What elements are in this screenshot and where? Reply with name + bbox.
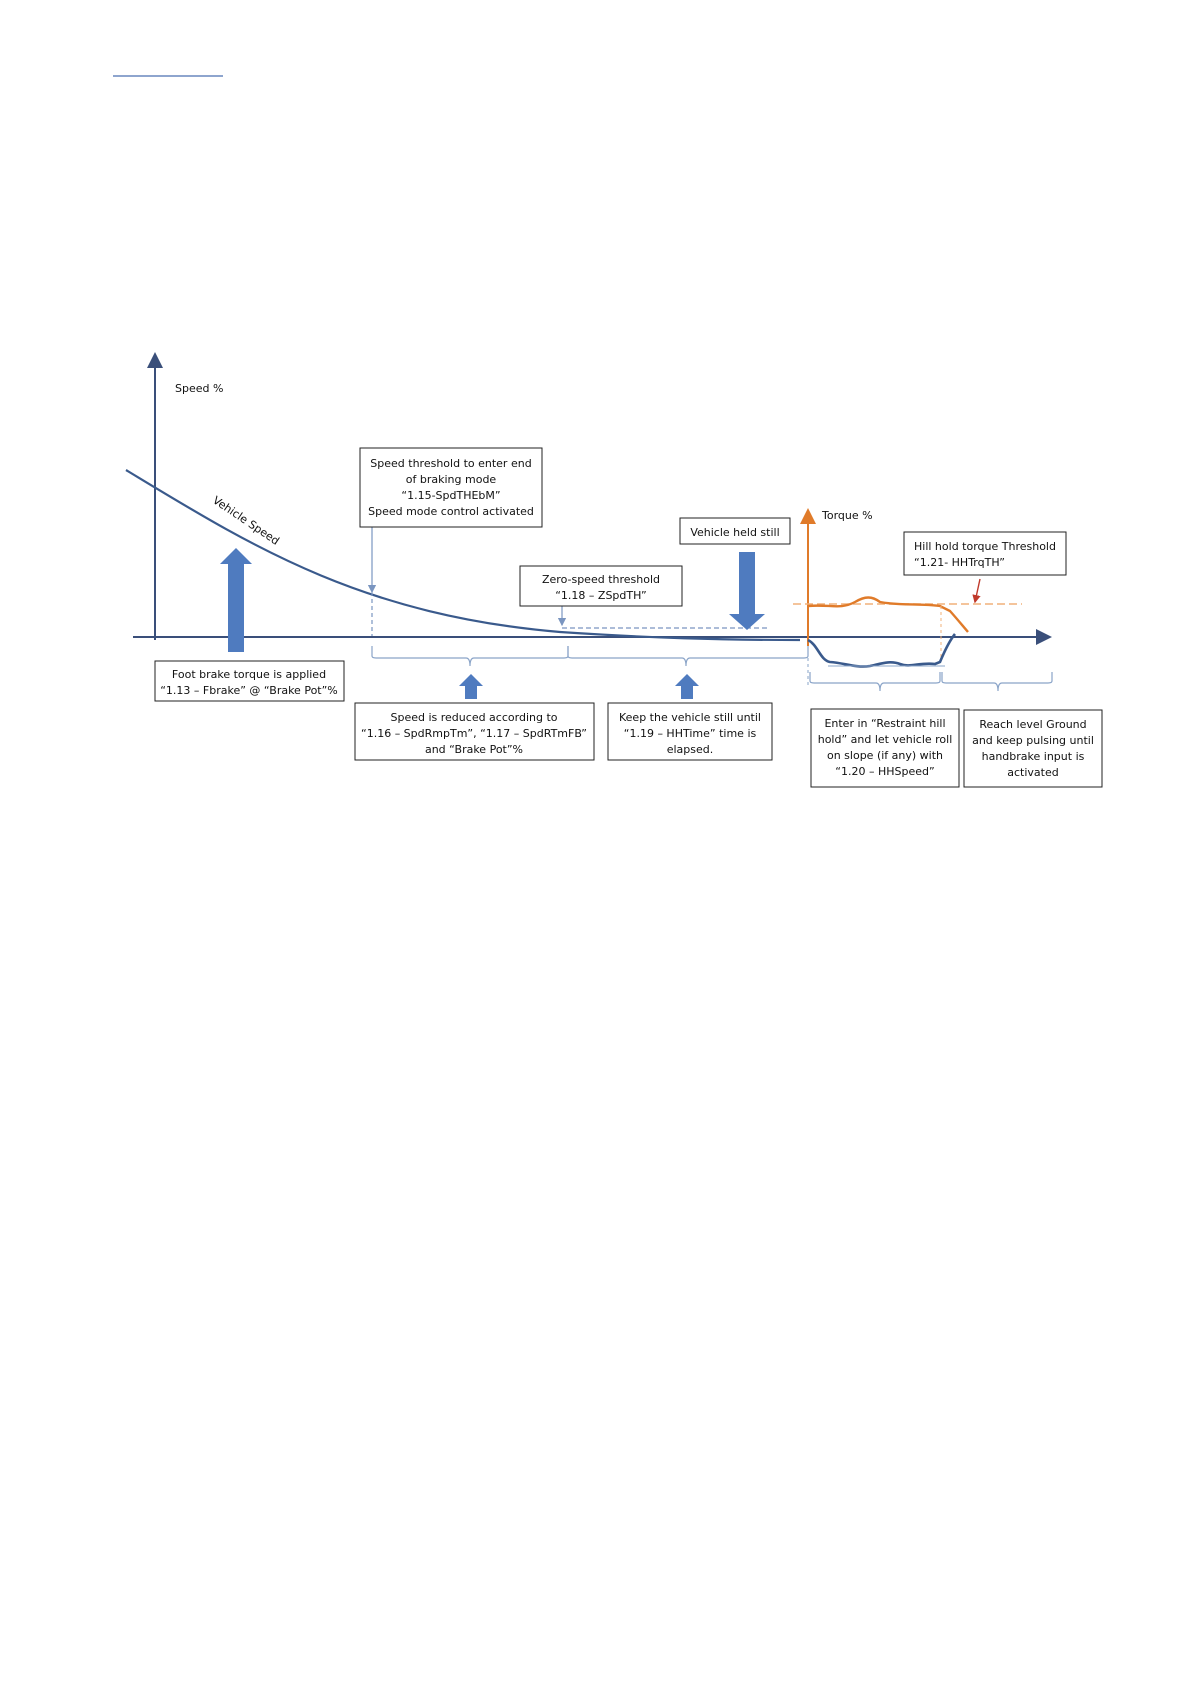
foot-brake-arrow (220, 548, 252, 652)
svg-text:“1.16 – SpdRmpTm”, “1.17 – Spd: “1.16 – SpdRmpTm”, “1.17 – SpdRTmFB” (361, 727, 587, 740)
svg-text:of braking mode: of braking mode (406, 473, 497, 486)
svg-text:Speed threshold to enter end: Speed threshold to enter end (370, 457, 531, 470)
restraint-curve (807, 633, 957, 668)
svg-text:Speed is reduced according to: Speed is reduced according to (391, 711, 558, 724)
svg-text:Zero-speed threshold: Zero-speed threshold (542, 573, 660, 586)
speed-reduced-box: Speed is reduced according to “1.16 – Sp… (354, 702, 595, 761)
svg-text:“1.21- HHTrqTH”: “1.21- HHTrqTH” (914, 556, 1005, 569)
vehicle-held-arrow (729, 552, 765, 630)
brace-speed-reduced (371, 646, 569, 667)
brace-keep-still (567, 646, 809, 667)
speed-threshold-box: Speed threshold to enter end of braking … (359, 447, 543, 528)
svg-text:Speed mode control activated: Speed mode control activated (368, 505, 534, 518)
restraint-box: Enter in “Restraint hill hold” and let v… (810, 708, 960, 788)
svg-text:handbrake input is: handbrake input is (982, 750, 1085, 763)
svg-text:Hill hold torque Threshold: Hill hold torque Threshold (914, 540, 1056, 553)
vehicle-speed-curve (125, 469, 801, 642)
speed-axis-label: Speed % (175, 382, 223, 395)
keep-still-arrow (675, 674, 699, 699)
svg-text:and “Brake Pot”%: and “Brake Pot”% (425, 743, 523, 756)
torque-axis-label: Torque % (821, 509, 873, 522)
torque-curve (807, 596, 969, 633)
svg-text:Reach level Ground: Reach level Ground (979, 718, 1086, 731)
vehicle-held-box: Vehicle held still (679, 517, 791, 545)
svg-text:elapsed.: elapsed. (667, 743, 714, 756)
svg-text:“1.13 – Fbrake” @ “Brake Pot”%: “1.13 – Fbrake” @ “Brake Pot”% (160, 684, 338, 697)
brace-restraint (809, 672, 941, 692)
svg-text:“1.15-SpdTHEbM”: “1.15-SpdTHEbM” (401, 489, 500, 502)
svg-text:“1.19 – HHTime” time is: “1.19 – HHTime” time is (624, 727, 757, 740)
svg-text:Foot brake torque is applied: Foot brake torque is applied (172, 668, 326, 681)
speed-reduced-arrow (459, 674, 483, 699)
keep-still-box: Keep the vehicle still until “1.19 – HHT… (607, 702, 773, 761)
hill-hold-threshold-box: Hill hold torque Threshold “1.21- HHTrqT… (903, 531, 1067, 576)
zero-speed-box: Zero-speed threshold “1.18 – ZSpdTH” (519, 565, 683, 607)
threshold-marker-arrow (972, 578, 981, 604)
svg-text:and keep pulsing until: and keep pulsing until (972, 734, 1094, 747)
svg-text:activated: activated (1007, 766, 1058, 779)
svg-text:Vehicle held still: Vehicle held still (690, 526, 779, 539)
svg-text:Enter in “Restraint hill: Enter in “Restraint hill (824, 717, 945, 730)
brace-level-ground (941, 672, 1053, 692)
svg-text:“1.20 – HHSpeed”: “1.20 – HHSpeed” (835, 765, 934, 778)
svg-text:Keep the vehicle still until: Keep the vehicle still until (619, 711, 761, 724)
svg-text:hold” and let vehicle roll: hold” and let vehicle roll (818, 733, 953, 746)
level-ground-box: Reach level Ground and keep pulsing unti… (963, 709, 1103, 788)
foot-brake-box: Foot brake torque is applied “1.13 – Fbr… (154, 660, 345, 702)
svg-text:on slope (if any) with: on slope (if any) with (827, 749, 943, 762)
svg-text:“1.18 – ZSpdTH”: “1.18 – ZSpdTH” (555, 589, 647, 602)
